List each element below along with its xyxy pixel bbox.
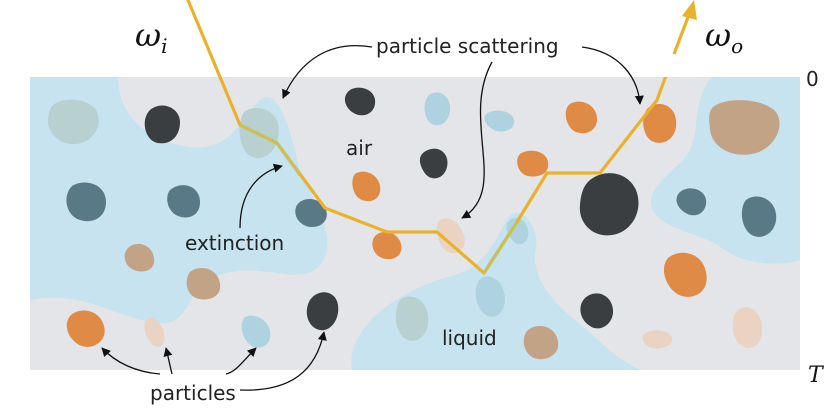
particle-pale-blue	[506, 217, 529, 245]
particle-dark	[306, 292, 339, 331]
callout-arrows	[101, 45, 644, 391]
outgoing-direction-label: ωo	[705, 16, 743, 58]
particle-dark	[579, 173, 639, 236]
incoming-direction-label: ωi	[135, 16, 168, 58]
particle-teal	[66, 182, 106, 222]
particle-orange	[66, 310, 105, 347]
particle-tan	[709, 100, 780, 155]
depth-bottom-label: T	[808, 363, 825, 388]
outgoing-ray	[672, 11, 692, 55]
particle-orange	[372, 231, 402, 260]
curved-arrow-icon	[461, 61, 493, 219]
extinction-label: extinction	[185, 231, 284, 255]
curved-arrow-icon	[239, 163, 283, 229]
light-ray-in-liquid	[482, 221, 519, 274]
particle-blush	[732, 307, 763, 348]
particle-dark	[344, 87, 376, 116]
particle-teal	[295, 198, 327, 228]
arrow-head-icon	[682, 0, 697, 20]
particles-label: particles	[150, 381, 236, 405]
curved-arrow-icon	[239, 331, 327, 391]
particle-dark	[144, 105, 180, 144]
particle-pale-blue	[241, 315, 271, 348]
particle-tan	[523, 326, 559, 360]
particle-orange	[352, 171, 381, 202]
particle-teal	[167, 185, 200, 218]
particle-dark	[580, 293, 614, 329]
particles-group	[47, 87, 780, 360]
curved-arrow-icon	[101, 347, 161, 375]
particle-orange	[643, 104, 677, 143]
particle-teal	[741, 196, 777, 237]
particle-scattering-label: particle scattering	[376, 34, 559, 58]
particle-dark	[419, 148, 448, 179]
liquid-label: liquid	[442, 326, 497, 350]
particle-blush	[642, 330, 673, 349]
curved-arrow-icon	[163, 347, 173, 375]
incoming-ray	[186, 0, 222, 79]
particle-pale-blue	[424, 92, 450, 126]
curved-arrow-icon	[581, 46, 644, 105]
particle-teal	[676, 188, 707, 216]
medium-panel	[30, 77, 800, 370]
depth-top-label: 0	[806, 67, 819, 91]
air-label: air	[346, 136, 373, 160]
particle-tan	[186, 268, 221, 300]
particle-pale-grey	[47, 99, 99, 145]
particle-blush	[436, 218, 465, 254]
curved-arrow-icon	[282, 45, 373, 99]
particle-tan	[124, 243, 155, 272]
light-ray-in-liquid	[239, 123, 302, 176]
curved-arrow-icon	[225, 347, 257, 375]
particle-pale-blue	[475, 276, 505, 317]
particle-orange	[663, 252, 707, 297]
particle-orange	[517, 150, 549, 177]
particle-pale-grey	[395, 296, 429, 341]
particle-blush	[144, 317, 165, 347]
particle-pale-blue	[484, 110, 515, 132]
particle-orange	[565, 101, 598, 134]
